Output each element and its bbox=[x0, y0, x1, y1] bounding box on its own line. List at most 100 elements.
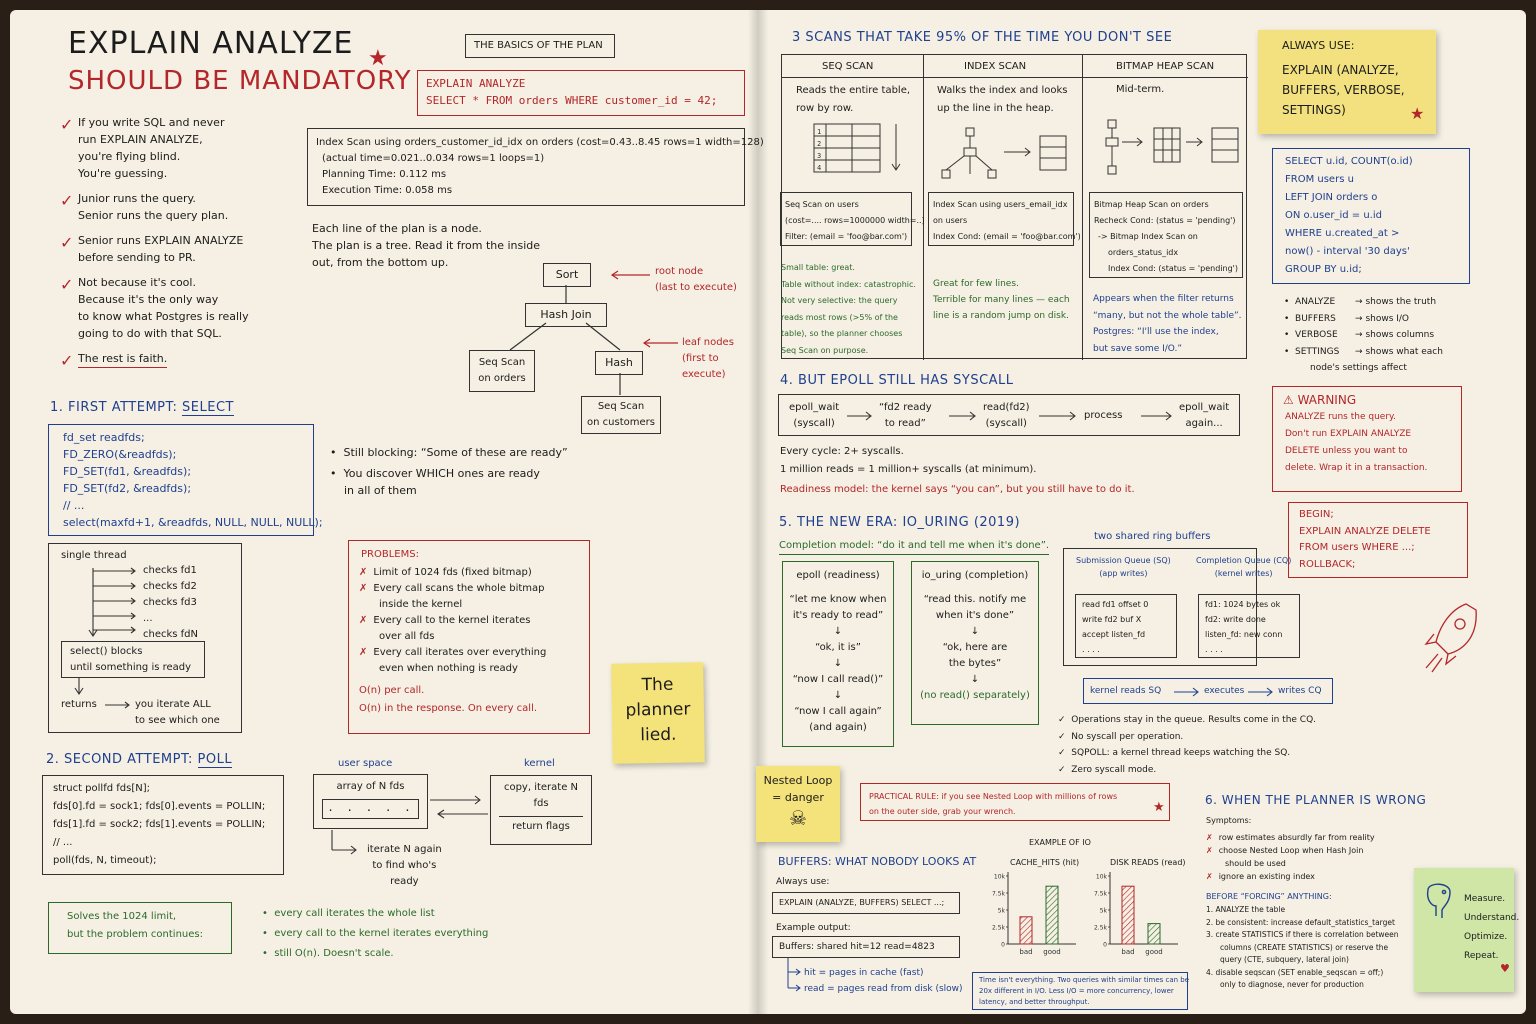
problem-text: inside the kernel bbox=[379, 599, 463, 610]
code-line: FD_SET(fd2, &readfds); bbox=[63, 482, 192, 495]
warning-box: ⚠ WARNING ANALYZE runs the query. Don't … bbox=[1272, 386, 1462, 492]
tree-node-label: Sort bbox=[555, 268, 579, 281]
section-number: 1. FIRST ATTEMPT: bbox=[50, 400, 178, 415]
symptoms-list: ✗row estimates absurdly far from reality… bbox=[1206, 831, 1375, 883]
intro-text: Senior runs EXPLAIN ANALYZE bbox=[78, 234, 244, 247]
step-line: “now I call read()” bbox=[792, 674, 884, 685]
sq-label: Submission Queue (SQ) (app writes) bbox=[1076, 554, 1171, 580]
step-line: “now I call again” bbox=[794, 706, 882, 717]
section-1-heading: 1. FIRST ATTEMPT: SELECT bbox=[50, 400, 234, 416]
code-line: fds[0].fd = sock1; fds[0].events = POLLI… bbox=[53, 801, 266, 812]
step-line: “let me know when bbox=[789, 594, 887, 605]
tree-node-label: Hash bbox=[605, 356, 633, 369]
txn-line: EXPLAIN ANALYZE DELETE bbox=[1299, 525, 1431, 537]
note-line: Appears when the filter returns bbox=[1093, 294, 1234, 304]
desc-line: Walks the index and looks bbox=[937, 85, 1068, 96]
down-arrow-icon: ↓ bbox=[833, 626, 843, 637]
forcing-list: 1. ANALYZE the table 2. be consistent: i… bbox=[1206, 904, 1399, 992]
sticky-line: planner bbox=[625, 699, 691, 721]
forcing-item: only to diagnose, never for production bbox=[1220, 980, 1364, 989]
measure-line: Measure. bbox=[1464, 894, 1506, 904]
index-plan-box: Index Scan using users_email_idx on user… bbox=[928, 192, 1081, 246]
bullet-icon: • bbox=[1284, 346, 1296, 357]
tree-node-label: on customers bbox=[587, 417, 655, 428]
forcing-item: 1. ANALYZE the table bbox=[1206, 905, 1286, 914]
plan-line: Index Scan using orders_customer_id_idx … bbox=[316, 137, 764, 148]
bullet-icon: • bbox=[262, 948, 275, 959]
section-6-heading: 6. WHEN THE PLANNER IS WRONG bbox=[1205, 793, 1427, 807]
check-icon: ✓ bbox=[60, 233, 74, 252]
note-line: Great for few lines. bbox=[933, 279, 1019, 289]
flow-line: again... bbox=[1185, 418, 1223, 429]
right-page bbox=[758, 10, 1526, 1014]
forcing-item: query (CTE, subquery, lateral join) bbox=[1220, 955, 1349, 964]
chart-tick-label: 0 bbox=[1103, 942, 1107, 949]
completion-model: Completion model: “do it and tell me whe… bbox=[779, 538, 1050, 555]
note-line: table), so the planner chooses bbox=[781, 329, 903, 338]
title-line-2: SHOULD BE MANDATORY bbox=[68, 66, 412, 96]
tree-node-hash-join: Hash Join bbox=[525, 303, 607, 327]
chart-bar bbox=[1121, 885, 1135, 945]
symptom-text: ignore an existing index bbox=[1218, 872, 1315, 881]
plan-notes: Each line of the plan is a node. The pla… bbox=[312, 220, 540, 271]
plan-tree-lines bbox=[509, 270, 678, 395]
chart-tick-label: 0 bbox=[1001, 942, 1005, 949]
code-line: LEFT JOIN orders o bbox=[1285, 192, 1378, 203]
option-value: shows I/O bbox=[1365, 313, 1410, 324]
warning-icon: ⚠ bbox=[1283, 393, 1298, 407]
warning-line: ANALYZE runs the query. bbox=[1285, 412, 1396, 422]
kernel-label: kernel bbox=[524, 758, 555, 769]
index-scan-notes: Great for few lines. Terrible for many l… bbox=[933, 276, 1070, 324]
code-line: fd_set readfds; bbox=[63, 431, 145, 444]
bitmap-scan-title: BITMAP HEAP SCAN bbox=[1116, 61, 1215, 72]
bullet-text: still O(n). Doesn't scale. bbox=[274, 948, 394, 959]
uring-column: io_uring (completion) “read this. notify… bbox=[911, 561, 1039, 725]
measure-line: Understand. bbox=[1464, 913, 1520, 923]
iterate-label: you iterate ALL to see which one bbox=[135, 697, 220, 729]
nested-line: = danger bbox=[772, 791, 824, 804]
sticky-line: lied. bbox=[640, 724, 677, 746]
seq-scan-notes: Small table: great. Table without index:… bbox=[781, 260, 916, 359]
seq-scan-title: SEQ SCAN bbox=[822, 61, 874, 72]
chart-bar bbox=[1045, 885, 1059, 945]
thread-diagram: single thread checks fd1 checks fd2 chec… bbox=[48, 543, 242, 733]
section-keyword: SELECT bbox=[182, 400, 234, 416]
plan-text: on users bbox=[933, 216, 968, 225]
code-line: GROUP BY u.id; bbox=[1285, 264, 1362, 275]
problem-text: Every call to the kernel iterates bbox=[373, 615, 531, 626]
x-mark-icon: ✗ bbox=[1206, 872, 1213, 881]
index-scan-title: INDEX SCAN bbox=[964, 61, 1027, 72]
chart-category-label: bad bbox=[1019, 948, 1032, 956]
left-page bbox=[10, 10, 758, 1014]
measure-line: Optimize. bbox=[1464, 932, 1508, 942]
option-value: shows what each bbox=[1365, 346, 1443, 357]
down-arrow-icon: ↓ bbox=[970, 674, 980, 685]
column-title: epoll (readiness) bbox=[796, 570, 880, 581]
basics-label: THE BASICS OF THE PLAN bbox=[474, 40, 603, 51]
practical-rule-box: PRACTICAL RULE: if you see Nested Loop w… bbox=[860, 783, 1170, 821]
down-arrow-icon: ↓ bbox=[833, 690, 843, 701]
chart-tick-label: 7.5k bbox=[1094, 891, 1108, 898]
select-code: fd_set readfds; FD_ZERO(&readfds); FD_SE… bbox=[49, 425, 323, 535]
note-line: Small table: great. bbox=[781, 263, 855, 272]
query-line-2: SELECT * FROM orders WHERE customer_id =… bbox=[426, 94, 718, 107]
bullet-icon: • bbox=[330, 446, 344, 459]
step-line: it's ready to read” bbox=[792, 610, 884, 621]
io-note-line: Time isn't everything. Two queries with … bbox=[979, 976, 1190, 984]
problem-text: over all fds bbox=[379, 631, 435, 642]
problem-text: Every call scans the whole bitmap bbox=[373, 583, 545, 594]
options-list: • ANALYZE→ shows the truth • BUFFERS→ sh… bbox=[1284, 294, 1443, 377]
query-line-1: EXPLAIN ANALYZE bbox=[426, 77, 526, 90]
code-line: now() - interval '30 days' bbox=[1285, 246, 1410, 257]
code-line: select(maxfd+1, &readfds, NULL, NULL, NU… bbox=[63, 516, 323, 529]
intro-text: to know what Postgres is really bbox=[78, 310, 249, 323]
thread-label: single thread bbox=[61, 550, 127, 561]
section-5-heading: 5. THE NEW ERA: IO_URING (2019) bbox=[779, 515, 1020, 530]
flow-line: (syscall) bbox=[985, 418, 1027, 429]
ring-flow-step: executes bbox=[1204, 686, 1245, 696]
note-line: reads most rows (>5% of the bbox=[781, 312, 898, 322]
desc-line: up the line in the heap. bbox=[937, 103, 1054, 114]
svg-text:4: 4 bbox=[817, 164, 821, 172]
epoll-note: Every cycle: 2+ syscalls. bbox=[780, 446, 904, 457]
bullet-icon: • bbox=[1284, 297, 1296, 307]
